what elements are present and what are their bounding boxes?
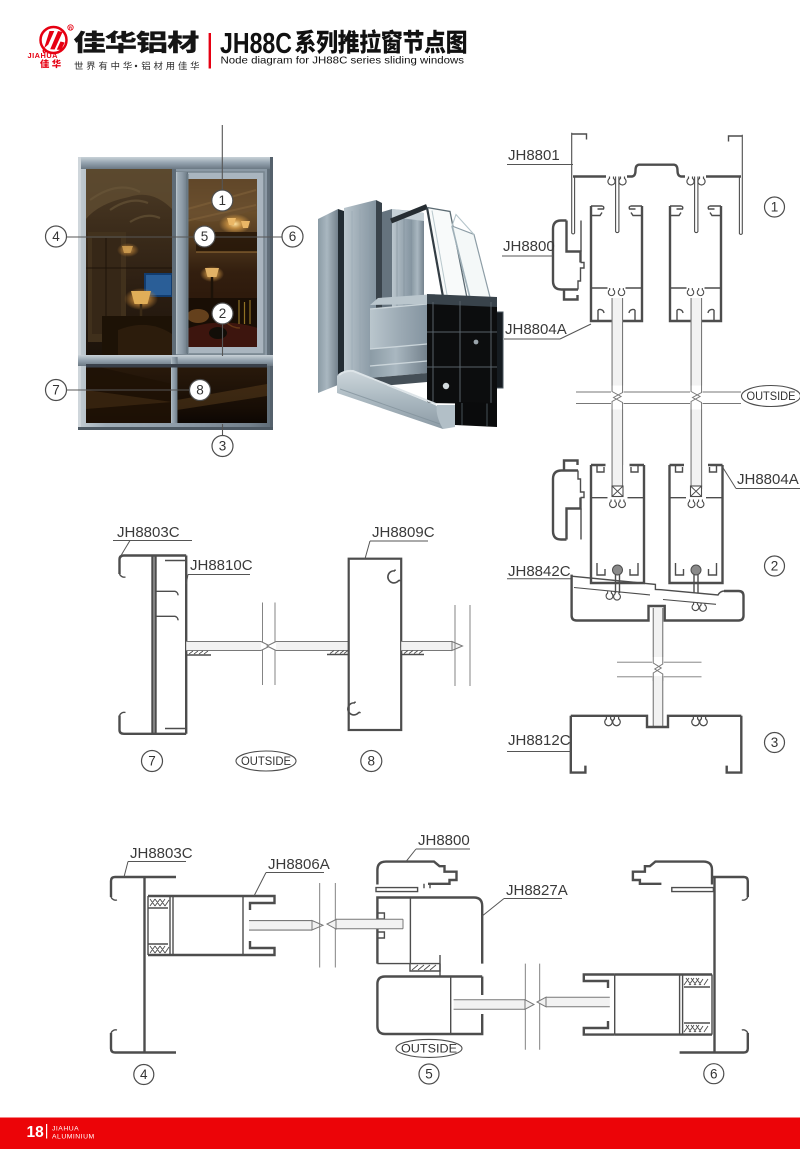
svg-text:6: 6: [289, 229, 297, 244]
svg-text:8: 8: [196, 383, 204, 398]
svg-text:2: 2: [219, 306, 227, 321]
svg-text:JH8800: JH8800: [503, 238, 555, 255]
svg-text:5: 5: [425, 1067, 433, 1082]
svg-text:7: 7: [52, 383, 60, 398]
svg-text:JIAHUA: JIAHUA: [28, 51, 59, 60]
svg-text:3: 3: [771, 735, 779, 750]
svg-text:JH8803C: JH8803C: [117, 524, 180, 541]
svg-text:18: 18: [27, 1124, 45, 1141]
svg-text:8: 8: [368, 754, 376, 769]
svg-text:OUTSIDE: OUTSIDE: [747, 391, 796, 403]
svg-text:OUTSIDE: OUTSIDE: [401, 1043, 457, 1055]
svg-text:3: 3: [219, 439, 227, 454]
svg-text:JH8804A: JH8804A: [737, 471, 799, 488]
svg-text:1: 1: [219, 193, 227, 208]
svg-text:JH8842C: JH8842C: [508, 563, 571, 580]
svg-text:Node diagram for JH88C series: Node diagram for JH88C series sliding wi…: [221, 55, 465, 66]
svg-text:OUTSIDE: OUTSIDE: [241, 756, 291, 768]
svg-text:4: 4: [140, 1067, 148, 1082]
svg-text:JH8827A: JH8827A: [506, 882, 568, 899]
svg-text:JH8801: JH8801: [508, 147, 560, 164]
svg-text:R: R: [69, 26, 73, 31]
svg-text:ALUMINIUM: ALUMINIUM: [52, 1134, 95, 1141]
svg-text:JIAHUA: JIAHUA: [52, 1126, 79, 1133]
svg-text:JH8809C: JH8809C: [372, 524, 435, 541]
svg-text:JH88C: JH88C: [220, 28, 292, 60]
svg-text:1: 1: [771, 200, 779, 215]
svg-text:JH8800: JH8800: [418, 832, 470, 849]
svg-text:JH8806A: JH8806A: [268, 856, 330, 873]
svg-text:7: 7: [148, 754, 156, 769]
svg-text:5: 5: [201, 229, 209, 244]
svg-text:JH8804A: JH8804A: [505, 321, 567, 338]
svg-text:2: 2: [771, 559, 779, 574]
svg-text:4: 4: [52, 229, 60, 244]
svg-text:6: 6: [710, 1066, 718, 1081]
svg-text:JH8810C: JH8810C: [190, 557, 253, 574]
svg-text:JH8812C: JH8812C: [508, 732, 571, 749]
svg-text:JH8803C: JH8803C: [130, 845, 193, 862]
